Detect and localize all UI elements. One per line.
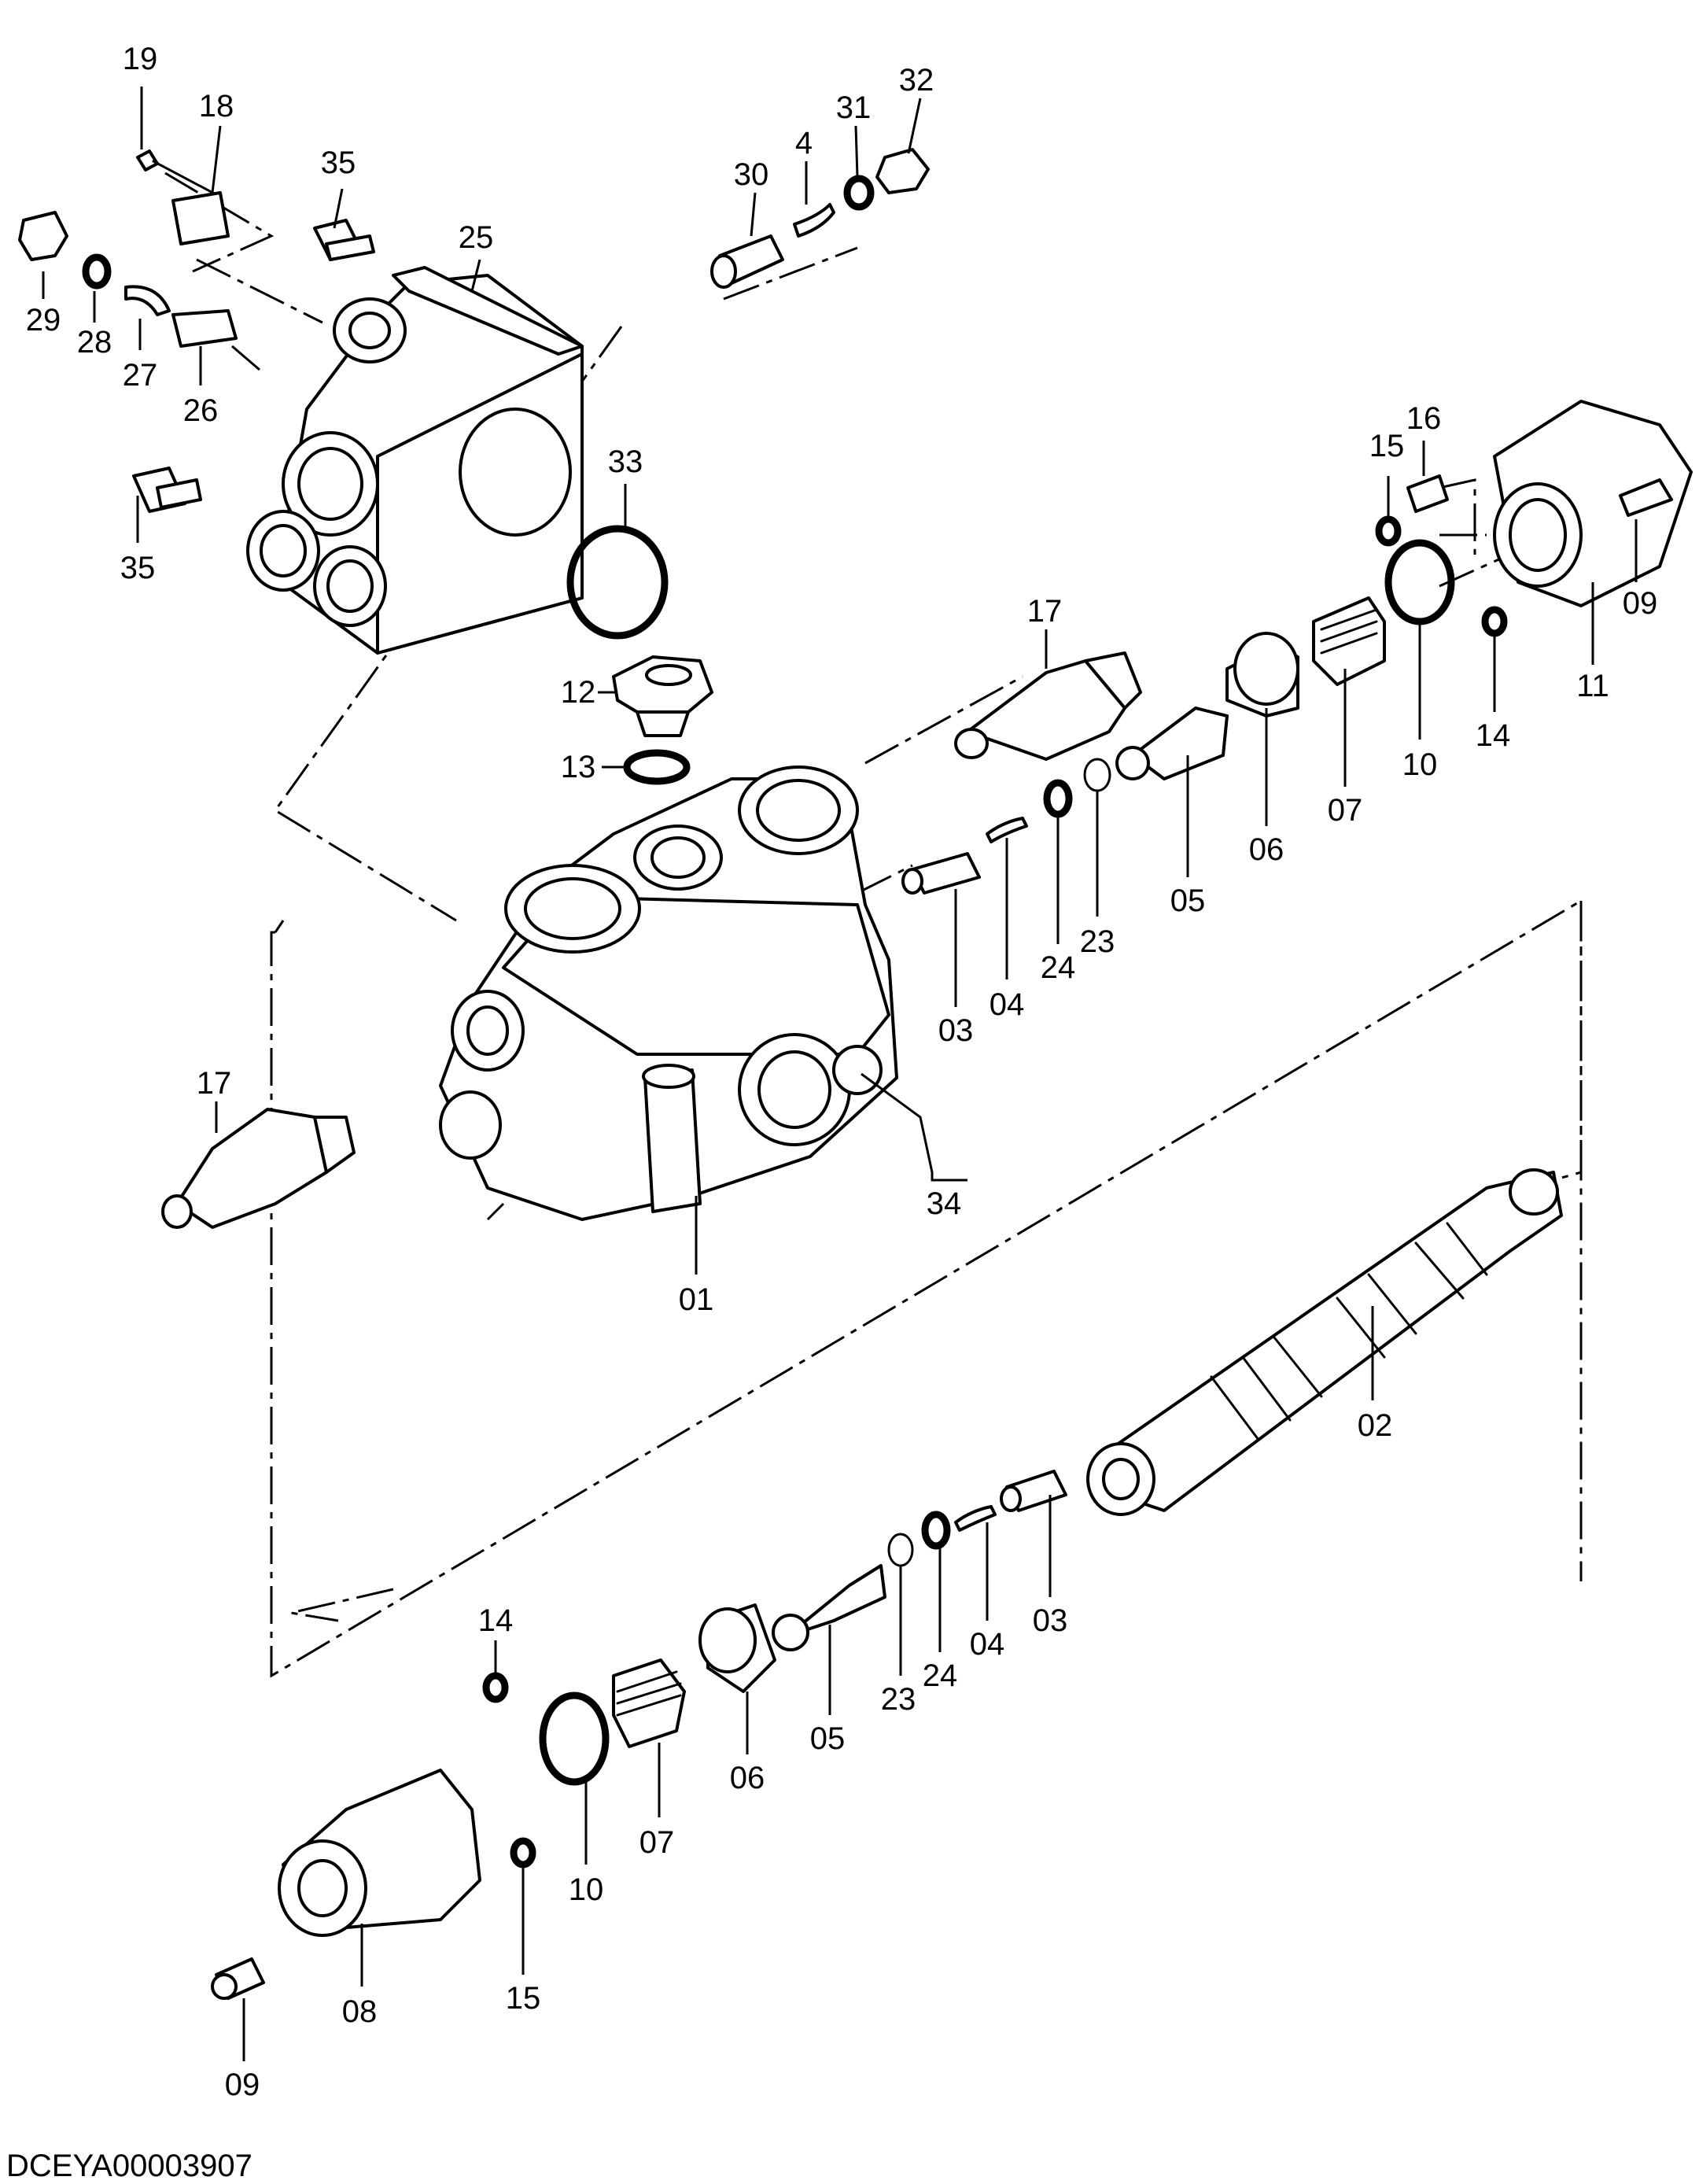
small-parts-lower — [482, 1470, 1067, 1869]
callout-label: 24 — [1041, 950, 1076, 985]
callout-label: 03 — [938, 1013, 974, 1048]
hardware-top-middle — [710, 148, 930, 289]
callout-label: 14 — [478, 1603, 514, 1638]
callout-label: 05 — [1170, 884, 1206, 918]
callout-label: 08 — [342, 1994, 378, 2029]
callout-label: 06 — [1249, 832, 1284, 867]
callout-label: 01 — [679, 1282, 714, 1317]
callout-label: 25 — [459, 220, 494, 255]
relief-valve-lower — [161, 1108, 356, 1229]
callout-label: 30 — [734, 157, 769, 192]
callout-label: 35 — [321, 146, 356, 180]
callout-label: 06 — [730, 1761, 765, 1795]
o-ring — [566, 525, 669, 640]
callout-label: 17 — [1027, 594, 1063, 629]
callout-label: 19 — [123, 42, 158, 76]
right-cap-assembly — [1375, 400, 1693, 637]
callout-label: 29 — [26, 303, 61, 338]
callout-label: 15 — [506, 1981, 541, 2016]
plug-assembly — [612, 655, 713, 785]
callout-label: 23 — [881, 1682, 916, 1717]
callout-label: 09 — [1623, 586, 1658, 621]
callout-label: 17 — [197, 1066, 232, 1101]
callout-label: 4 — [795, 126, 813, 160]
callout-label: 32 — [899, 63, 934, 98]
drawing-code: DCEYA00003907 — [6, 2149, 252, 2183]
callout-label: 34 — [927, 1186, 962, 1221]
callout-label: 05 — [810, 1721, 846, 1756]
callout-label: 12 — [561, 675, 596, 710]
callout-label: 23 — [1080, 924, 1115, 959]
callout-label: 07 — [1328, 793, 1363, 828]
end-cover-block — [246, 266, 584, 655]
leader-lines — [42, 87, 1638, 2061]
callout-label: 03 — [1033, 1603, 1068, 1638]
callout-label: 27 — [123, 358, 158, 393]
callout-label: 18 — [199, 89, 234, 124]
callout-label: 26 — [183, 393, 219, 428]
callout-label: 35 — [120, 551, 156, 585]
callout-label: 04 — [970, 1627, 1005, 1662]
valve-body — [439, 766, 898, 1221]
callout-label: 33 — [608, 445, 643, 479]
spool — [1086, 1168, 1563, 1516]
callout-label: 10 — [1402, 747, 1438, 782]
callout-label: 16 — [1406, 401, 1442, 436]
callout-label: 13 — [561, 750, 596, 784]
callout-label: 31 — [836, 90, 872, 125]
callout-label: 11 — [1576, 669, 1609, 703]
callout-label: 24 — [923, 1658, 958, 1693]
callout-label: 14 — [1476, 718, 1511, 753]
callout-labels: 19 18 35 25 30 4 31 32 29 28 27 26 35 33… — [26, 42, 1658, 2102]
callout-label: 07 — [639, 1825, 675, 1860]
left-cap — [211, 1769, 481, 2000]
callout-label: 09 — [225, 2068, 260, 2102]
small-parts-middle — [901, 596, 1386, 895]
assembly-lines — [164, 172, 1583, 1678]
hardware-top-left — [18, 149, 375, 513]
callout-label: 04 — [990, 987, 1025, 1022]
callout-label: 28 — [77, 325, 112, 360]
callout-label: 10 — [569, 1872, 604, 1907]
callout-label: 15 — [1369, 429, 1405, 463]
callout-label: 02 — [1358, 1408, 1393, 1443]
relief-valve-upper — [954, 651, 1142, 761]
